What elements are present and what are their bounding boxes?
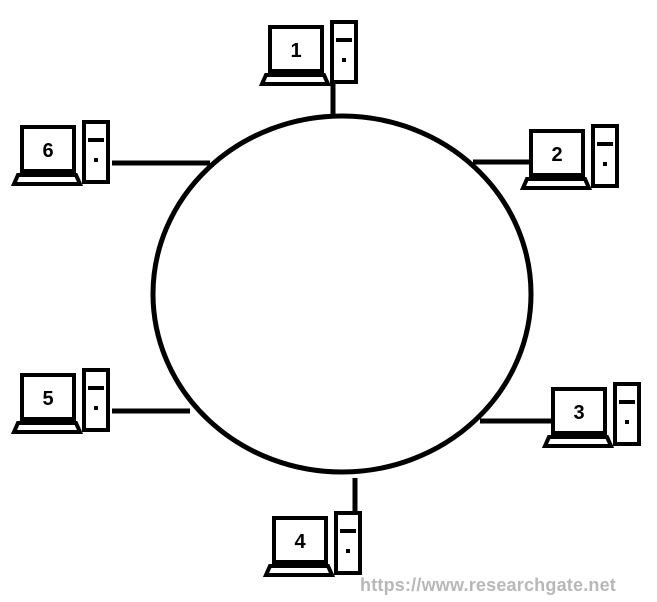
ring-bus xyxy=(150,113,534,475)
computer-node-1: 1 xyxy=(258,20,358,86)
watermark-text: https://www.researchgate.net xyxy=(360,575,616,595)
node-label-6: 6 xyxy=(42,140,53,162)
desktop-computer-icon xyxy=(541,382,641,448)
node-label-4: 4 xyxy=(294,531,306,553)
node-label-3: 3 xyxy=(573,402,584,424)
computer-node-5: 5 xyxy=(10,368,110,434)
node-label-1: 1 xyxy=(290,40,301,62)
computer-node-4: 4 xyxy=(262,511,362,577)
desktop-computer-icon xyxy=(10,120,110,186)
computer-node-6: 6 xyxy=(10,120,110,186)
computer-node-2: 2 xyxy=(519,124,619,190)
node-label-5: 5 xyxy=(42,388,53,410)
desktop-computer-icon xyxy=(10,368,110,434)
node-label-2: 2 xyxy=(551,144,562,166)
desktop-computer-icon xyxy=(519,124,619,190)
desktop-computer-icon xyxy=(258,20,358,86)
computer-node-3: 3 xyxy=(541,382,641,448)
desktop-computer-icon xyxy=(262,511,362,577)
